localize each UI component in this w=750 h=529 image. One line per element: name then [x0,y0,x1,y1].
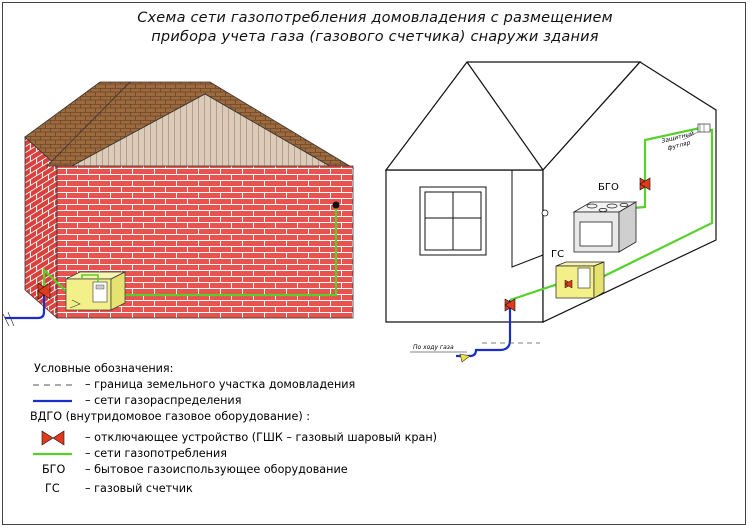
legend-item-bgo: – бытовое газоиспользующее оборудование [85,463,348,476]
protective-sleeve-icon [682,123,711,141]
meter-box-right [555,261,605,299]
legend-heading: Условные обозначения: [34,362,174,375]
house-side-outline [542,61,717,323]
house-front-outline [385,169,544,323]
label-bgo: БГО [598,182,619,193]
legend-item-gs: – газовый счетчик [85,482,193,495]
legend-item-consumption: – сети газопотребления [85,447,227,460]
legend-symbol-gs: ГС [45,482,60,495]
legend-vdgo-heading: ВДГО (внутридомовое газовое оборудование… [30,410,311,423]
meter-box [65,271,126,311]
gas-stove-icon [572,201,638,253]
title-line-2: прибора учета газа (газового счетчика) с… [151,29,599,45]
legend-valve-icon [41,430,65,446]
gas-distribution-pipe-right [456,300,512,358]
label-gs: ГС [551,249,564,260]
wall-entry-point [332,201,340,209]
valve-icon [37,282,51,300]
valve-icon-stove [639,177,651,191]
valve-icon-inlet [504,298,516,312]
gas-meter-icon-right [577,267,591,289]
gas-flow-arrow [410,351,471,363]
gas-distribution-pipe-left [5,290,46,320]
title-line-1: Схема сети газопотребления домовладения … [137,10,613,26]
outline-house [384,61,717,323]
legend-item-boundary: – граница земельного участка домовладени… [85,378,356,391]
ground-hatch-left [2,311,15,327]
label-gas-flow: По ходу газа [413,344,454,351]
legend-item-valve: – отключающее устройство (ГШК – газовый … [85,431,438,444]
legend-item-distribution: – сети газораспределения [85,394,242,407]
legend-symbols [33,384,72,456]
legend-symbol-bgo: БГО [42,463,66,476]
